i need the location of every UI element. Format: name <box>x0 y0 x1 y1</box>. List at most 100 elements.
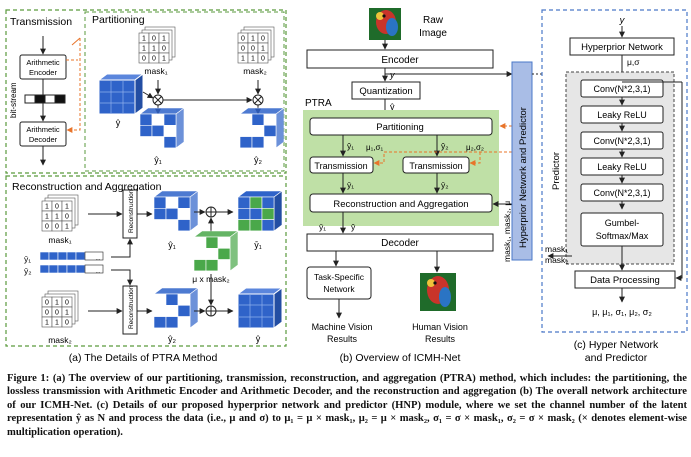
yhat1-cube-a <box>139 107 185 149</box>
cube-cell <box>153 196 167 209</box>
mask-cell <box>61 220 73 232</box>
mask-cell-value: 1 <box>142 36 146 43</box>
mask-cell-value: 1 <box>251 56 255 63</box>
mask-cell-value: 1 <box>152 46 156 53</box>
yhat2-recon-cube <box>153 287 199 329</box>
predictor-layers: Conv(N*2,3,1)Leaky ReLUConv(N*2,3,1)Leak… <box>580 79 664 210</box>
arith-encoder-l2: Encoder <box>29 68 57 77</box>
side-labels: mask₁, mask₂, μ <box>502 201 512 262</box>
mask-cell-value: 0 <box>261 56 265 63</box>
cube-cell <box>217 236 231 249</box>
cube-cell <box>261 219 275 232</box>
mask-cell-value: 0 <box>65 214 69 221</box>
hnp-label: Hyperprior Network and Predictor <box>518 107 529 248</box>
mask-cell-value: 0 <box>55 204 59 211</box>
transmission-box-1 <box>309 156 374 174</box>
yhat1-label-a: ŷ₁ <box>154 155 162 165</box>
partitioning-border <box>84 11 285 172</box>
encoder-label: Encoder <box>381 55 419 66</box>
yhat1-label-recon: ŷ₁ <box>168 240 176 250</box>
mask-cell-value: 1 <box>45 320 49 327</box>
strip-cell <box>75 264 86 274</box>
cube-cell <box>205 259 219 272</box>
cube-cell <box>205 248 219 260</box>
cube-cell <box>153 208 167 220</box>
data-processing-label: Data Processing <box>590 275 660 286</box>
mask-cell-value: 1 <box>55 320 59 327</box>
ptra-label: PTRA <box>305 98 332 109</box>
cube-cell <box>153 219 167 232</box>
caption-label: Figure 1: <box>7 373 50 384</box>
predictor-layer-label: Conv(N*2,3,1) <box>593 84 650 94</box>
strip1-ellipsis: ... <box>95 256 100 262</box>
partitioning-title: Partitioning <box>92 14 145 26</box>
mu-mask2-cube <box>193 230 239 272</box>
strip-cell <box>57 251 68 261</box>
ybar1-label-a: ȳ₁ <box>24 254 31 264</box>
cube-cell <box>163 113 177 126</box>
panel-a-top-border <box>5 9 287 174</box>
cube-cell <box>205 236 219 249</box>
cube-cell <box>193 236 207 249</box>
yhat-output-cube <box>236 287 284 329</box>
mask-cell-value: 0 <box>152 56 156 63</box>
transmission-title: Transmission <box>10 16 72 28</box>
cube-cell <box>263 136 277 149</box>
yhat2-label-a: ŷ₂ <box>254 155 263 165</box>
mask-cell-value: 0 <box>45 300 49 307</box>
yhat1-recon-cube <box>153 190 199 232</box>
cube-cell <box>165 293 179 306</box>
mask-cell-value: 0 <box>65 300 69 307</box>
yhat-label-a: ŷ <box>116 118 121 128</box>
cube-cell <box>261 208 275 220</box>
cube-cell <box>165 196 179 209</box>
reconstruction-box-2 <box>122 285 138 335</box>
strip2-ellipsis: ... <box>95 269 100 275</box>
cube-cell <box>217 259 231 272</box>
yhat2-label-recon: ŷ₂ <box>168 334 177 344</box>
cube-cell <box>177 316 191 329</box>
cube-cell <box>237 208 251 220</box>
human-results-l1: Human Vision <box>412 322 468 332</box>
mask-cell-value: 1 <box>45 204 49 211</box>
cube-cell <box>177 196 191 209</box>
mask-cell-value: 0 <box>241 36 245 43</box>
yhat2-cube-a <box>239 107 285 149</box>
mask-cell <box>61 316 73 328</box>
cube-cell <box>237 196 251 209</box>
ybar1-label-b: ȳ₁ <box>347 180 354 190</box>
cube-cell <box>239 125 253 137</box>
recon-border <box>5 175 287 347</box>
mask-cell-value: 0 <box>152 36 156 43</box>
figure-diagram: Transmission Partitioning Arithmetic Enc… <box>5 8 688 364</box>
panel-a: Transmission Partitioning Arithmetic Enc… <box>5 9 287 364</box>
task-net-l1: Task-Specific <box>314 272 365 282</box>
cube-cell <box>151 136 165 149</box>
ybar1-output-label: ȳ₁ <box>254 240 262 250</box>
cube-cell <box>239 113 253 126</box>
cube-cell <box>139 125 153 137</box>
cube-cell <box>151 113 165 126</box>
ybar2-label-a: ȳ₂ <box>24 266 32 276</box>
cube-cell <box>165 316 179 329</box>
mask-cell-value: 0 <box>241 46 245 53</box>
arith-decoder-l2: Decoder <box>29 135 58 144</box>
predictor-layer-label: Leaky ReLU <box>597 162 647 172</box>
ybar1-output-cube <box>237 190 283 232</box>
predictor-layer-label: Conv(N*2,3,1) <box>593 188 650 198</box>
mask2-c-label: mask₂ <box>545 255 569 265</box>
ybar1-out-label: ȳ₁ <box>319 222 326 232</box>
raw-image-l1: Raw <box>423 15 444 26</box>
cube-cell <box>165 208 179 220</box>
yhat-out-label: ŷ <box>351 222 356 232</box>
yhat-cube <box>97 73 145 115</box>
human-results-l2: Results <box>425 334 456 344</box>
panel-a-caption: (a) The Details of PTRA Method <box>69 352 218 364</box>
cube-cell <box>217 248 231 260</box>
recon-agg-label: Reconstruction and Aggregation <box>333 199 468 210</box>
cube-cell <box>139 136 153 149</box>
mu1sigma1-label: μ₁,σ₁ <box>366 143 383 152</box>
